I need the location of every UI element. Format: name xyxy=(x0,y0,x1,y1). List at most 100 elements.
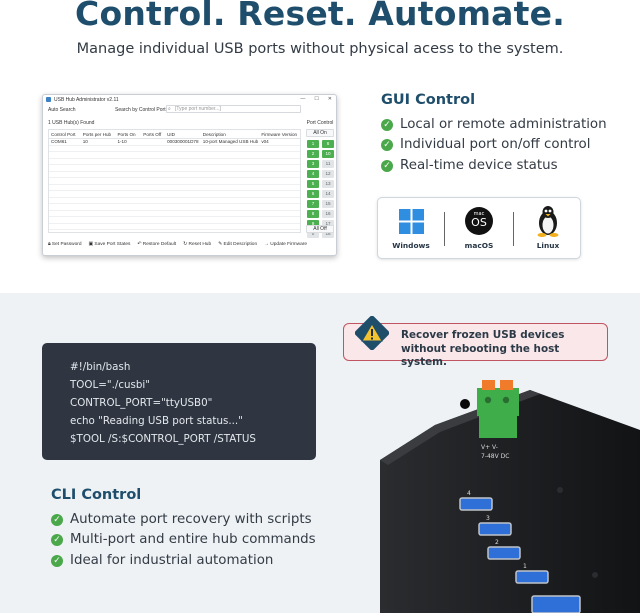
close-icon[interactable]: ✕ xyxy=(327,96,332,102)
table-row-empty xyxy=(49,191,300,198)
edit-description-button[interactable]: ✎ Edit Description xyxy=(218,241,258,247)
column-header[interactable]: Description xyxy=(202,131,226,137)
port-toggle-button[interactable]: 0 xyxy=(307,230,319,238)
port-toggle-button[interactable]: 6 xyxy=(307,190,319,198)
port-toggle-button[interactable]: 14 xyxy=(322,190,334,198)
port-toggle-button[interactable]: 10 xyxy=(322,150,334,158)
terminal-lever xyxy=(500,380,513,390)
table-cell: 000300001D78 xyxy=(167,139,199,145)
table-row-empty xyxy=(49,224,300,230)
table-row-empty xyxy=(49,204,300,211)
save-port-states-button[interactable]: ▣ Save Port States xyxy=(88,241,131,247)
os-macos: mac OS macOS xyxy=(446,198,512,260)
usb-port xyxy=(459,497,493,511)
edit-icon: ✎ xyxy=(218,241,223,247)
table-cell: 10-port Managed USB Hub xyxy=(202,139,259,145)
undo-icon: ↶ xyxy=(137,241,142,247)
gui-control-title: GUI Control xyxy=(381,92,476,108)
port-toggle-button[interactable]: 11 xyxy=(322,160,334,168)
table-row-empty xyxy=(49,172,300,178)
cli-feature: ✓Automate port recovery with scripts xyxy=(51,512,312,527)
table-row[interactable]: COM61 10 1-10 000300001D78 10-port Manag… xyxy=(49,139,300,146)
column-header[interactable]: Control Port xyxy=(51,131,76,137)
usb-port xyxy=(478,522,512,536)
column-header[interactable]: Firmware Version xyxy=(261,131,298,137)
port-toggle-button[interactable]: 8 xyxy=(307,210,319,218)
windows-icon xyxy=(399,209,424,234)
restore-default-button[interactable]: ↶ Restore Default xyxy=(137,241,177,247)
column-header[interactable]: UID xyxy=(167,131,175,137)
os-label: macOS xyxy=(464,241,494,250)
port-toggle-button[interactable]: 9 xyxy=(307,220,319,228)
column-header[interactable]: Ports Off xyxy=(143,131,162,137)
auto-search-button[interactable]: Auto Search xyxy=(48,107,76,113)
window-titlebar: USB Hub Administrator v2.11 xyxy=(43,95,336,104)
hub-table: Control Port Ports per Hub Ports On Port… xyxy=(48,129,301,233)
app-icon xyxy=(46,97,51,102)
usb-b-port xyxy=(531,595,581,613)
update-firmware-button[interactable]: → Update Firmware xyxy=(264,241,308,247)
check-icon: ✓ xyxy=(381,138,393,151)
page-subtitle: Manage individual USB ports without phys… xyxy=(76,41,564,57)
cli-feature: ✓Multi-port and entire hub commands xyxy=(51,532,316,547)
lock-icon: 🔒︎ xyxy=(48,242,51,247)
table-cell: 1-10 xyxy=(117,139,127,145)
os-label: Linux xyxy=(536,241,560,250)
port-toggle-button[interactable]: 3 xyxy=(307,160,319,168)
window-title: USB Hub Administrator v2.11 xyxy=(54,96,119,103)
port-toggle-button[interactable]: 16 xyxy=(322,210,334,218)
table-row-empty xyxy=(49,146,300,152)
port-toggle-button[interactable]: 1 xyxy=(307,140,319,148)
search-icon: ⌕ xyxy=(168,106,171,112)
port-toggle-button[interactable]: 15 xyxy=(322,200,334,208)
code-line: #!/bin/bash xyxy=(70,361,131,373)
port-number: 2 xyxy=(495,539,499,546)
divider xyxy=(444,212,445,246)
os-support-box: Windows mac OS macOS Linux xyxy=(377,197,581,259)
port-toggle-button[interactable]: 4 xyxy=(307,170,319,178)
port-toggle-button[interactable]: 17 xyxy=(322,220,334,228)
table-row-empty xyxy=(49,178,300,185)
gui-feature: ✓Individual port on/off control xyxy=(381,137,590,152)
terminal-lever xyxy=(482,380,495,390)
table-cell: v04 xyxy=(261,139,269,145)
usb-port xyxy=(515,570,549,584)
screw xyxy=(557,487,563,493)
minimize-icon[interactable]: — xyxy=(300,96,306,102)
column-header[interactable]: Ports On xyxy=(117,131,136,137)
port-toggle-button[interactable]: 7 xyxy=(307,200,319,208)
search-placeholder: [Type port number...] xyxy=(175,106,221,112)
app-window: USB Hub Administrator v2.11 — ☐ ✕ Auto S… xyxy=(42,94,337,256)
port-toggle-button[interactable]: 12 xyxy=(322,170,334,178)
os-windows: Windows xyxy=(378,198,444,260)
cli-feature: ✓Ideal for industrial automation xyxy=(51,553,273,568)
table-cell: 10 xyxy=(82,139,88,145)
refresh-icon: ↻ xyxy=(183,241,188,247)
terminal-plug xyxy=(479,416,517,438)
port-toggle-button[interactable]: 18 xyxy=(322,230,334,238)
all-off-button[interactable]: All Off xyxy=(306,225,334,233)
port-toggle-button[interactable]: 5 xyxy=(307,180,319,188)
table-row-empty xyxy=(49,165,300,172)
table-row-empty xyxy=(49,159,300,165)
check-icon: ✓ xyxy=(51,513,63,526)
set-password-button[interactable]: 🔒︎ Set Password xyxy=(48,242,82,247)
hubs-found-label: 1 USB Hub(s) Found xyxy=(48,120,95,126)
search-label: Search by Control Port: xyxy=(115,107,167,113)
port-toggle-button[interactable]: 6 xyxy=(322,140,334,148)
warning-icon xyxy=(355,316,389,350)
code-line: echo "Reading USB port status..." xyxy=(70,415,243,427)
check-icon: ✓ xyxy=(51,554,63,567)
search-input[interactable]: ⌕ [Type port number...] xyxy=(166,105,301,113)
table-header: Control Port Ports per Hub Ports On Port… xyxy=(49,130,300,139)
reset-hub-button[interactable]: ↻ Reset Hub xyxy=(183,241,212,247)
maximize-icon[interactable]: ☐ xyxy=(314,96,319,102)
screw xyxy=(592,572,598,578)
recovery-callout: Recover frozen USB devices without reboo… xyxy=(343,323,608,368)
table-cell: COM61 xyxy=(51,139,67,145)
column-header[interactable]: Ports per Hub xyxy=(82,131,112,137)
port-toggle-button[interactable]: 2 xyxy=(307,150,319,158)
all-on-button[interactable]: All On xyxy=(306,129,334,137)
usb-port xyxy=(487,546,521,560)
port-toggle-button[interactable]: 13 xyxy=(322,180,334,188)
